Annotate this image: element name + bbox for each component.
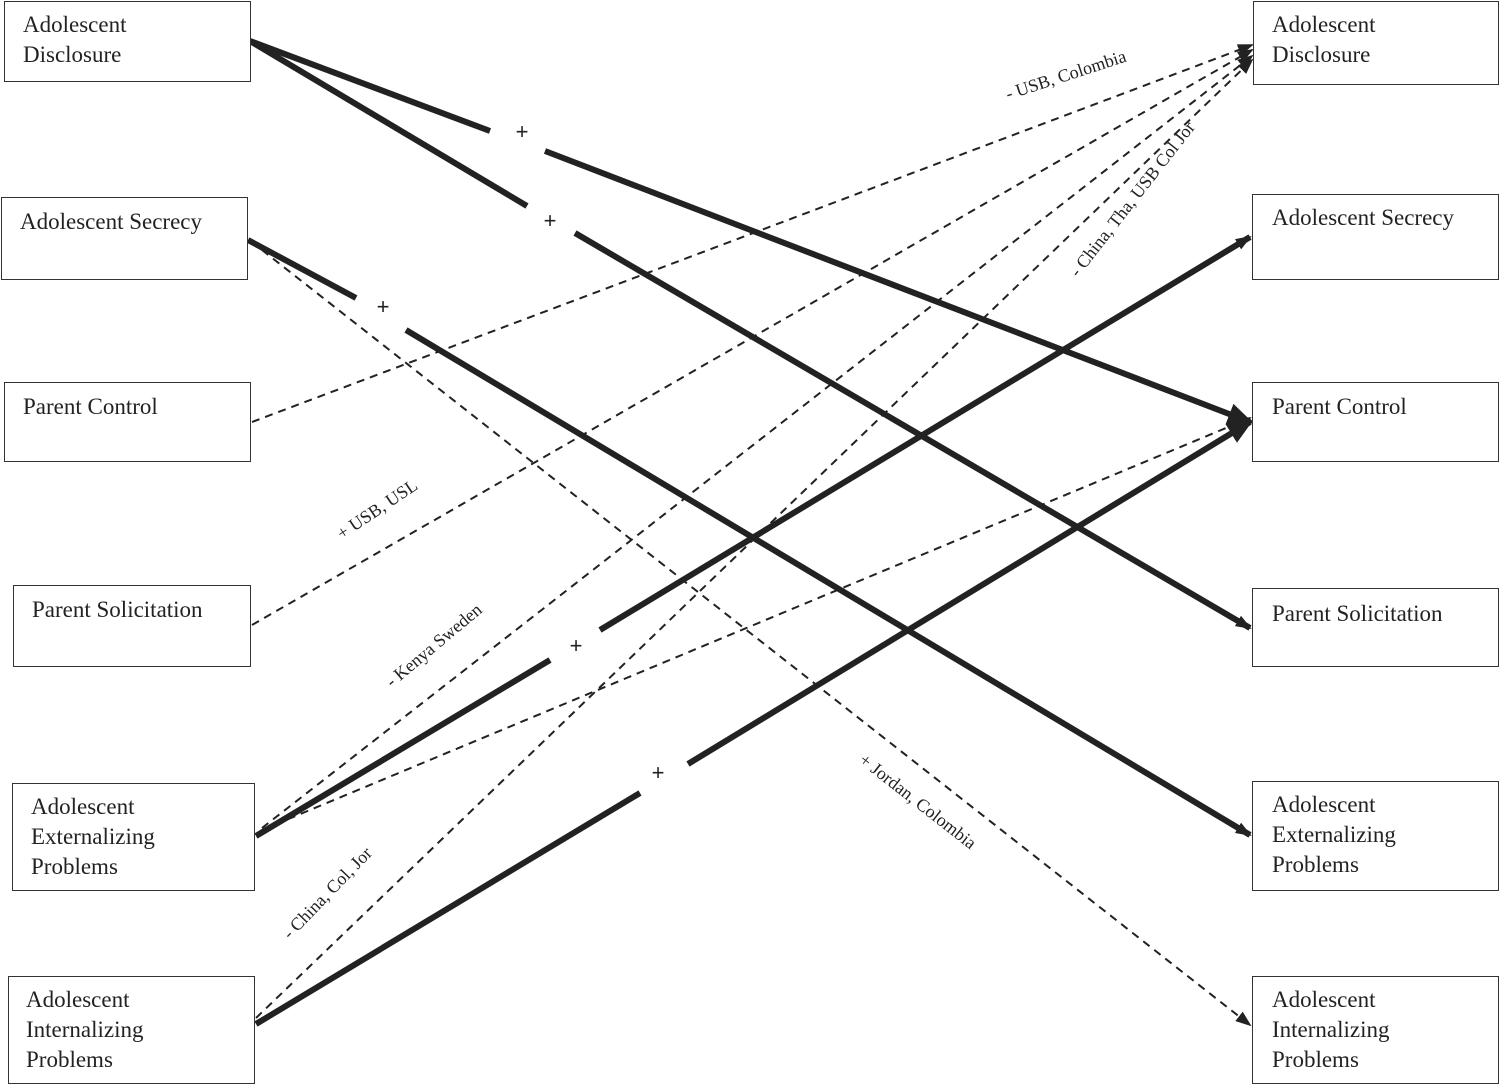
path-sign: +	[516, 119, 529, 144]
path-sign: +	[570, 633, 583, 658]
left-label-externalizing: Adolescent Externalizing Problems	[31, 794, 155, 879]
left-box-disclosure	[4, 1, 251, 82]
path-externalizing-to-control	[261, 417, 1252, 831]
right-box-disclosure	[1253, 1, 1499, 85]
left-label-disclosure: Adolescent Disclosure	[23, 12, 127, 67]
path-sign: +	[652, 760, 665, 785]
left-label-internalizing: Adolescent Internalizing Problems	[26, 987, 144, 1072]
path-label: - USB, Colombia	[1003, 46, 1129, 104]
left-box-solicitation	[13, 585, 251, 667]
path-label-china-tha: - China, Tha, USB Col Jor	[1065, 118, 1198, 281]
path-sign: +	[544, 208, 557, 233]
path-label: - China, Tha, USB Col Jor	[1065, 118, 1198, 281]
path-disclosure-to-solicitation: +	[248, 38, 1252, 631]
right-box-solicitation	[1252, 588, 1499, 667]
path-label: - Kenya Sweden	[382, 599, 486, 691]
right-label-internalizing: Adolescent Internalizing Problems	[1272, 987, 1390, 1072]
left-label-secrecy: Adolescent Secrecy	[20, 209, 203, 234]
path-sign: +	[377, 294, 390, 319]
left-label-control: Parent Control	[23, 394, 158, 419]
path-internalizing-to-control: +	[254, 419, 1254, 1027]
right-label-secrecy: Adolescent Secrecy	[1272, 205, 1455, 230]
left-label-solicitation: Parent Solicitation	[32, 597, 203, 622]
right-label-disclosure: Adolescent Disclosure	[1272, 12, 1376, 67]
path-secrecy-to-externalizing: +	[246, 237, 1252, 838]
left-box-control	[4, 382, 251, 462]
right-box-externalizing	[1252, 781, 1499, 891]
right-box-secrecy	[1252, 194, 1499, 280]
right-label-solicitation: Parent Solicitation	[1272, 601, 1443, 626]
left-box-internalizing	[8, 976, 255, 1084]
right-box-internalizing	[1252, 976, 1499, 1084]
path-externalizing-to-disclosure: - Kenya Sweden	[261, 54, 1254, 829]
path-label: - China, Col, Jor	[278, 843, 375, 943]
right-box-control	[1252, 382, 1499, 462]
left-box-externalizing	[12, 783, 255, 891]
left-box-secrecy	[1, 197, 248, 280]
path-externalizing-to-secrecy: +	[254, 234, 1252, 839]
path-disclosure-to-control: +	[248, 38, 1254, 425]
right-label-externalizing: Adolescent Externalizing Problems	[1272, 792, 1396, 877]
right-label-control: Parent Control	[1272, 394, 1407, 419]
path-label: + USB, USL	[333, 475, 421, 543]
